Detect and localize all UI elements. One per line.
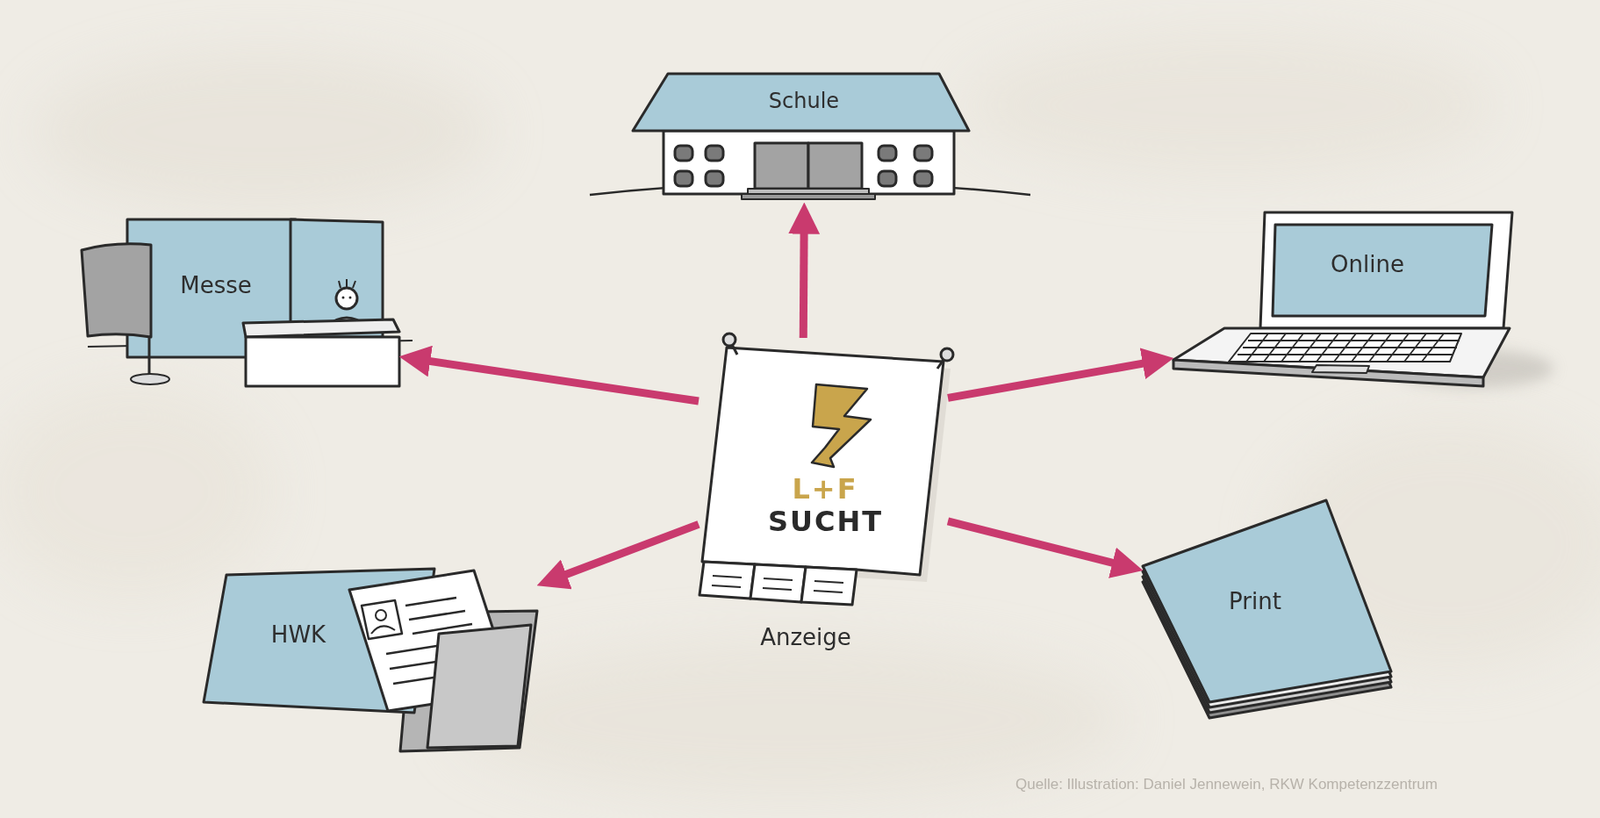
laptop-illustration-part <box>1260 212 1513 329</box>
poster-illustration-part <box>723 333 736 346</box>
fair-booth-illustration-part <box>342 296 345 300</box>
school-illustration-part <box>674 145 693 161</box>
node-box: L+F SUCHT Anzeige <box>698 337 948 654</box>
arrow-connector <box>411 358 699 402</box>
school-illustration-part <box>754 143 809 189</box>
laptop-illustration <box>1173 212 1554 388</box>
fair-booth-illustration-part <box>243 319 400 338</box>
paper-texture-part <box>0 386 273 597</box>
node-label: Schule <box>768 89 840 115</box>
school-illustration-part <box>741 193 876 200</box>
poster-illustration <box>699 333 954 605</box>
fair-booth-illustration-part <box>349 296 352 300</box>
school-illustration-part <box>878 171 897 187</box>
node-label: Online <box>1330 251 1405 279</box>
print-booklet-illustration <box>1142 500 1392 718</box>
fair-booth-illustration-part <box>336 287 358 309</box>
node-label: L+F SUCHT <box>767 473 883 539</box>
application-folder-illustration-part <box>427 624 531 748</box>
fair-booth-illustration-part <box>148 337 151 378</box>
school-illustration-part <box>914 145 933 161</box>
application-folder-illustration-part <box>371 625 395 634</box>
poster-illustration-part <box>940 348 954 361</box>
arrow-connector <box>947 359 1162 398</box>
node-caption: Anzeige <box>760 624 852 652</box>
school-illustration-part <box>878 145 897 161</box>
school-illustration-part <box>914 171 933 187</box>
node-box: Online <box>1173 212 1513 388</box>
node-box: Print <box>1142 500 1398 720</box>
paper-texture-part <box>456 640 1124 799</box>
paper-texture-part <box>35 52 492 211</box>
poster-illustration-part <box>711 575 844 593</box>
laptop-illustration-part <box>1237 333 1460 362</box>
poster-illustration-part <box>750 564 806 603</box>
node-box: Messe <box>81 214 400 388</box>
arrow-connector <box>799 215 809 338</box>
school-illustration-part <box>808 143 862 189</box>
school-illustration-part <box>663 130 955 194</box>
fair-booth-illustration-part <box>338 279 356 288</box>
poster-illustration-part <box>801 566 857 605</box>
school-illustration-part <box>632 73 969 131</box>
laptop-illustration-part <box>1173 359 1484 387</box>
poster-illustration-part <box>699 561 755 599</box>
laptop-illustration-part <box>1312 365 1370 374</box>
source-caption: Quelle: Illustration: Daniel Jennewein, … <box>1015 775 1438 794</box>
fair-booth-illustration <box>81 219 413 387</box>
laptop-illustration-part <box>1228 333 1462 362</box>
school-illustration-part <box>705 171 724 187</box>
paper-texture <box>0 35 1600 799</box>
fair-booth-illustration-part <box>81 243 151 338</box>
application-folder-illustration-part <box>375 609 387 621</box>
fair-booth-illustration-part <box>130 373 170 385</box>
print-booklet-illustration-part <box>1142 500 1392 703</box>
school-illustration <box>589 73 1031 200</box>
node-label: Messe <box>179 272 252 300</box>
arrow-connector <box>548 523 699 582</box>
poster-illustration-part <box>702 347 944 575</box>
fair-booth-illustration-part <box>245 337 400 387</box>
node-label: Print <box>1228 588 1282 616</box>
node-box: HWK <box>203 566 538 752</box>
paper-texture-part <box>965 35 1493 176</box>
school-illustration-part <box>705 145 724 161</box>
application-folder-illustration <box>203 568 538 752</box>
laptop-illustration-part <box>1272 224 1493 316</box>
application-folder-illustration-part <box>361 600 402 639</box>
school-illustration-part <box>674 171 693 187</box>
node-box: Schule <box>632 71 969 203</box>
node-label: HWK <box>271 622 326 649</box>
arrow-connector <box>947 521 1131 568</box>
poster-illustration-part <box>811 384 871 467</box>
